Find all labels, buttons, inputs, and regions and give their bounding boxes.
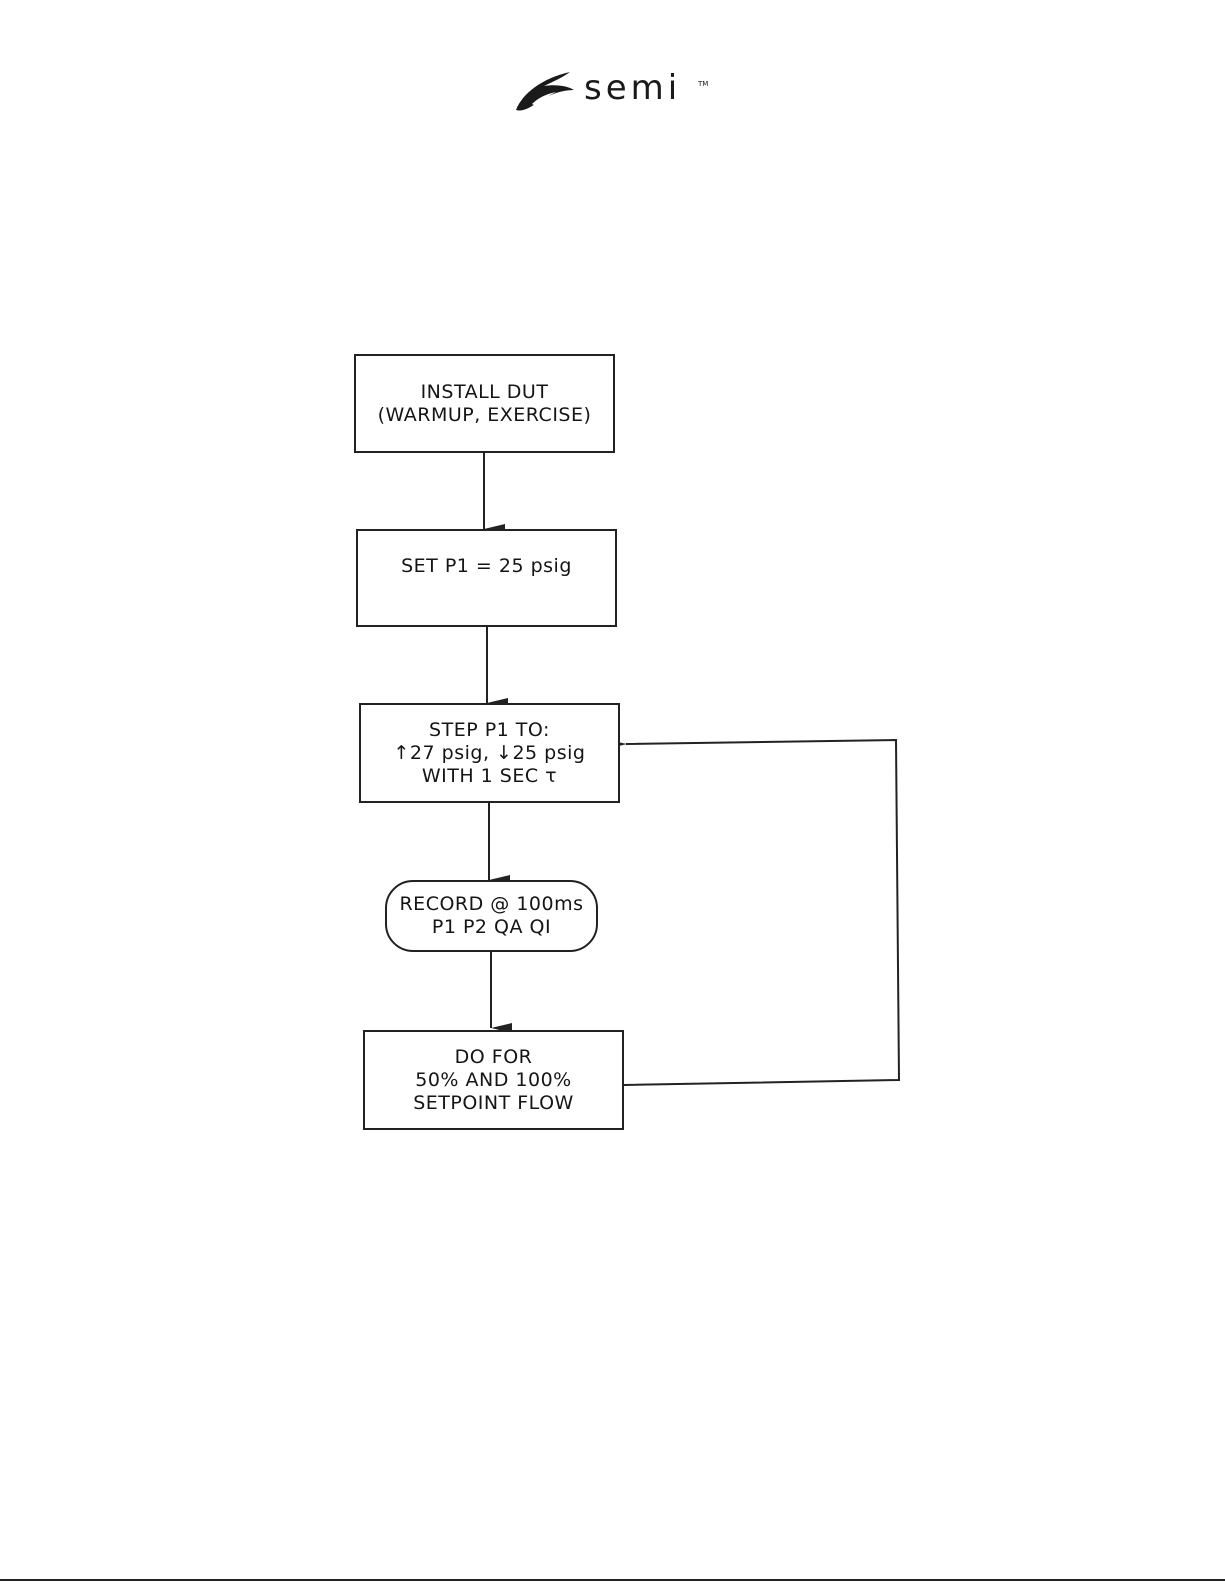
step-record-line-2: P1 P2 QA QI <box>432 916 551 939</box>
step-dofor-line-3: SETPOINT FLOW <box>413 1092 574 1115</box>
step-install-line-2: (WARMUP, EXERCISE) <box>378 404 592 427</box>
step-install-dut: INSTALL DUT (WARMUP, EXERCISE) <box>354 354 615 453</box>
step-record: RECORD @ 100ms P1 P2 QA QI <box>385 880 598 952</box>
step-step-line-3: WITH 1 SEC τ <box>422 765 557 788</box>
step-dofor-line-2: 50% AND 100% <box>415 1069 571 1092</box>
arrow-loop-back <box>624 740 899 1085</box>
page-bottom-rule <box>0 1579 1225 1581</box>
step-set-p1: SET P1 = 25 psig <box>356 529 617 627</box>
step-dofor-line-1: DO FOR <box>455 1046 533 1069</box>
step-record-line-1: RECORD @ 100ms <box>399 893 583 916</box>
step-step-p1: STEP P1 TO: ↑27 psig, ↓25 psig WITH 1 SE… <box>359 703 620 803</box>
step-do-for: DO FOR 50% AND 100% SETPOINT FLOW <box>363 1030 624 1130</box>
step-install-line-1: INSTALL DUT <box>421 381 549 404</box>
step-set-line-1: SET P1 = 25 psig <box>401 555 572 578</box>
step-step-line-2: ↑27 psig, ↓25 psig <box>394 742 586 765</box>
step-step-line-1: STEP P1 TO: <box>429 719 550 742</box>
